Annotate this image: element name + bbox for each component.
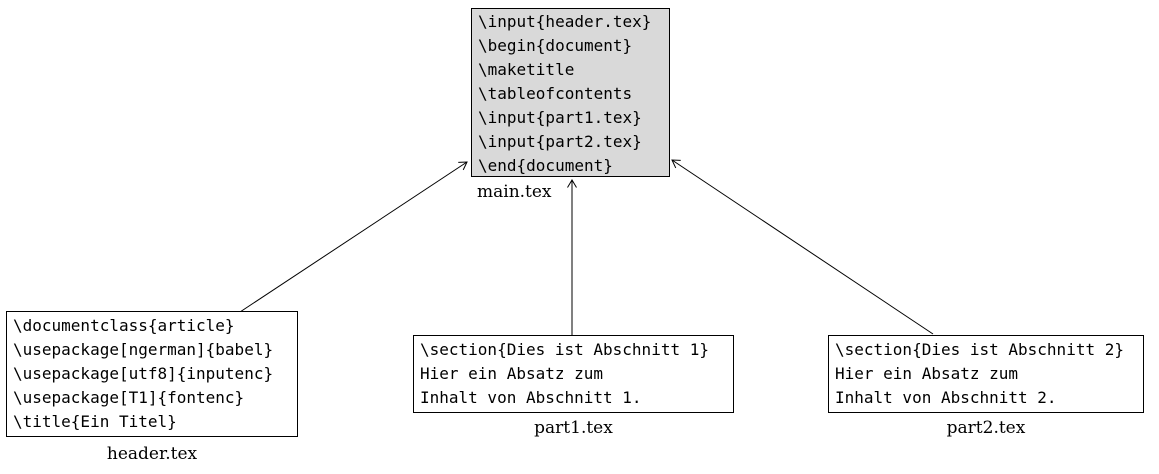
code-line: \usepackage[T1]{fontenc}	[13, 388, 245, 407]
file-node-header: \documentclass{article} \usepackage[nger…	[6, 311, 298, 437]
file-label-part2: part2.tex	[946, 418, 1026, 438]
code-line: \input{part1.tex}	[478, 108, 642, 127]
code-line: \end{document}	[478, 156, 613, 175]
file-label-main: main.tex	[477, 182, 552, 202]
edge-header-to-main	[239, 161, 468, 313]
code-line: \tableofcontents	[478, 84, 633, 103]
code-line: \section{Dies ist Abschnitt 2}	[835, 340, 1124, 359]
file-label-header: header.tex	[106, 444, 198, 464]
code-line: \begin{document}	[478, 36, 633, 55]
code-line: \input{header.tex}	[478, 12, 652, 31]
code-line: \maketitle	[478, 60, 575, 79]
code-line: Hier ein Absatz zum	[835, 364, 1019, 383]
code-line: Inhalt von Abschnitt 1.	[420, 388, 642, 407]
file-node-part2: \section{Dies ist Abschnitt 2} Hier ein …	[828, 335, 1144, 413]
file-label-part1: part1.tex	[534, 418, 613, 438]
edge-part2-to-main	[671, 159, 934, 335]
code-line: \usepackage[ngerman]{babel}	[13, 340, 274, 359]
code-line: \input{part2.tex}	[478, 132, 642, 151]
file-node-part1: \section{Dies ist Abschnitt 1} Hier ein …	[413, 335, 734, 413]
code-line: Inhalt von Abschnitt 2.	[835, 388, 1057, 407]
code-line: \usepackage[utf8]{inputenc}	[13, 364, 274, 383]
code-line: \section{Dies ist Abschnitt 1}	[420, 340, 709, 359]
code-line: \title{Ein Titel}	[13, 412, 177, 431]
code-line: \documentclass{article}	[13, 316, 235, 335]
file-node-main: \input{header.tex} \begin{document} \mak…	[471, 8, 670, 177]
code-line: Hier ein Absatz zum	[420, 364, 604, 383]
